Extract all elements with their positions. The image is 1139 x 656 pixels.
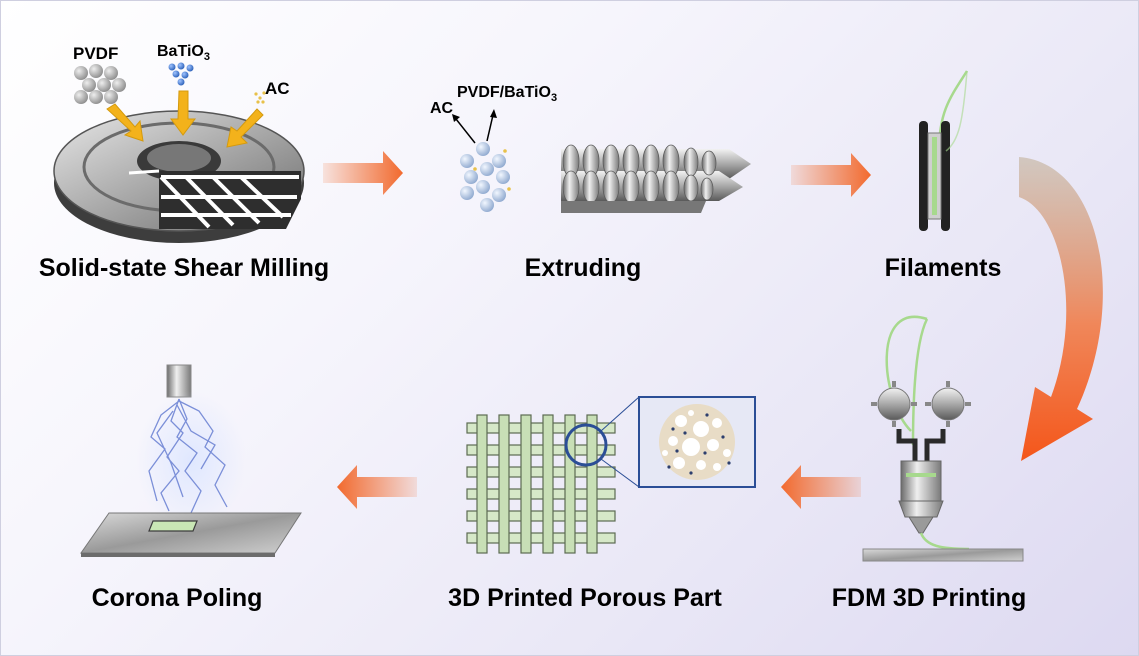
batio3-label: BaTiO3 (157, 43, 210, 63)
step-label-corona: Corona Poling (91, 584, 263, 612)
porous-lattice-illustration (466, 396, 640, 554)
step-label-extruding: Extruding (524, 254, 642, 282)
arrow-porous-to-corona (337, 465, 417, 509)
porous-inset-magnified (638, 396, 756, 488)
milling-pan-illustration (53, 110, 305, 243)
twin-screw-illustration (561, 144, 751, 213)
arrow-milling-to-extruding (323, 151, 403, 195)
step-label-filaments: Filaments (884, 254, 1002, 282)
ac-particles (254, 91, 266, 104)
pvdf-label: PVDF (73, 44, 118, 63)
ac-label: AC (265, 79, 290, 98)
arrow-extruding-to-filaments (791, 153, 871, 197)
step-label-fdm: FDM 3D Printing (831, 584, 1027, 612)
corona-poling-illustration (80, 364, 302, 557)
composite-particles (452, 109, 511, 212)
arrow-printing-to-porous (781, 465, 861, 509)
filament-spool-illustration (919, 70, 969, 231)
pvdf-particles (74, 64, 126, 104)
ac-label-small: AC (430, 100, 454, 117)
step-label-porous: 3D Printed Porous Part (448, 584, 722, 612)
fdm-printer-illustration (862, 315, 1024, 562)
batio3-particles (168, 62, 194, 86)
composite-label: PVDF/BaTiO3 (457, 84, 557, 104)
arrow-filaments-to-printing (1019, 157, 1103, 461)
feed-arrows (106, 90, 264, 148)
step-label-milling: Solid-state Shear Milling (38, 254, 330, 282)
